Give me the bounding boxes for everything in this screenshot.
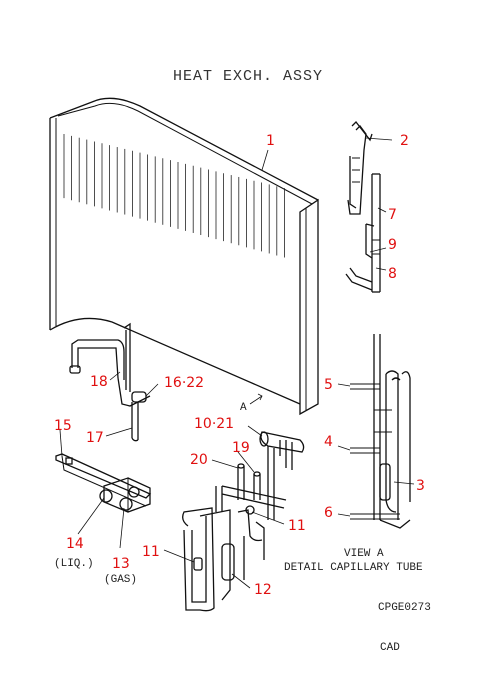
caption-arrow-a: A (240, 402, 247, 414)
header-pipe-7-8-9 (345, 173, 381, 293)
label-part-2: 2 (400, 133, 409, 149)
label-part-17: 17 (86, 430, 104, 446)
pipe-part-2 (347, 121, 373, 215)
leader-lines (59, 137, 415, 589)
caption-gas: (GAS) (104, 574, 137, 586)
label-part-6: 6 (324, 505, 333, 521)
label-part-13: 13 (112, 556, 130, 572)
label-part-14: 14 (66, 536, 84, 552)
lower-piping (182, 431, 305, 612)
heat-exchanger-core (49, 97, 319, 416)
caption-view-a: VIEW A (344, 548, 384, 560)
diagram-title: HEAT EXCH. ASSY (173, 68, 323, 85)
part-labels: 1 2 7 9 8 5 4 3 6 18 16·22 15 17 10·21 1… (54, 133, 425, 598)
label-part-8: 8 (388, 266, 397, 282)
label-part-20: 20 (190, 452, 208, 468)
capillary-tube-detail (350, 334, 411, 529)
label-part-11-right: 11 (288, 518, 306, 534)
label-part-3: 3 (416, 478, 425, 494)
fins (63, 133, 285, 258)
label-part-16-22: 16·22 (164, 375, 204, 391)
label-part-10-21: 10·21 (194, 416, 234, 432)
caption-code: CPGE0273 (378, 602, 431, 614)
label-part-12: 12 (254, 582, 272, 598)
caption-liq: (LIQ.) (54, 558, 94, 570)
pipe-assembly-16-17-18 (69, 322, 151, 442)
label-part-11-left: 11 (142, 544, 160, 560)
label-part-18: 18 (90, 374, 108, 390)
label-part-7: 7 (388, 207, 397, 223)
captions: (LIQ.) (GAS) A VIEW A DETAIL CAPILLARY T… (54, 402, 431, 654)
label-part-4: 4 (324, 434, 333, 450)
label-part-1: 1 (266, 133, 275, 149)
label-part-19: 19 (232, 440, 250, 456)
label-part-15: 15 (54, 418, 72, 434)
caption-cad: CAD (380, 642, 400, 654)
label-part-5: 5 (324, 377, 333, 393)
valve-bracket-13-14-15 (55, 453, 152, 513)
caption-detail: DETAIL CAPILLARY TUBE (284, 562, 423, 574)
label-part-9: 9 (388, 237, 397, 253)
